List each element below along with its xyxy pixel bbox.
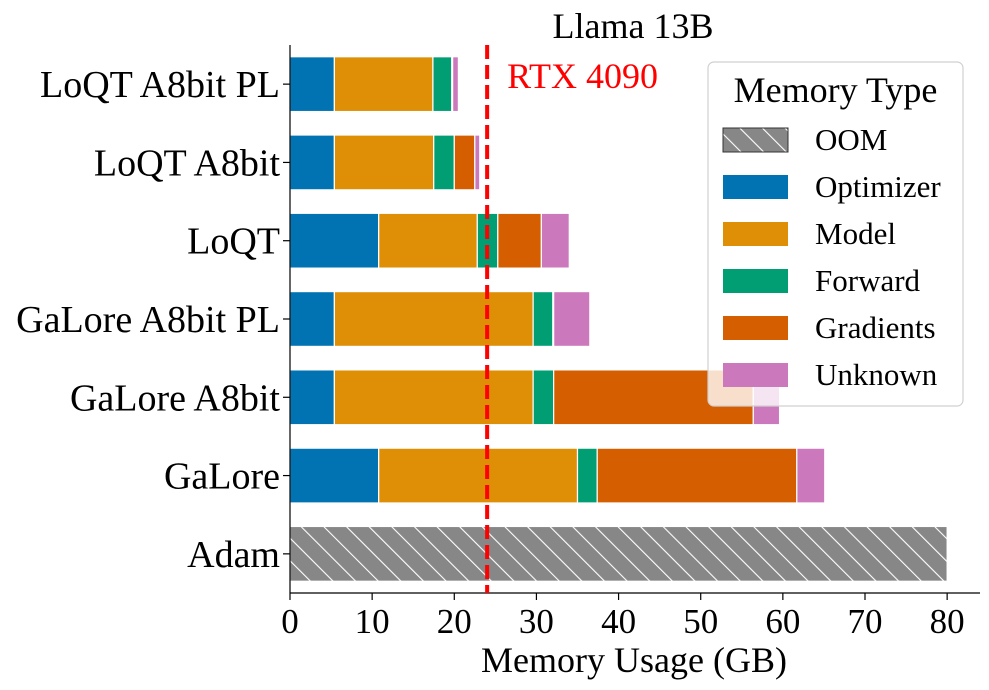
x-tick-label-0: 0 (281, 602, 299, 641)
legend-swatch-optimizer (723, 175, 788, 199)
legend-entry-unknown: Unknown (815, 357, 938, 392)
y-tick-label-galore: GaLore (164, 456, 280, 498)
x-tick-label-10: 10 (355, 602, 390, 641)
legend-entry-forward: Forward (815, 263, 921, 298)
x-tick-label-70: 70 (848, 602, 883, 641)
bar-loqt-optimizer (289, 212, 380, 269)
bar-galore-a8bit-forward (532, 369, 555, 426)
legend-swatch-forward (723, 269, 788, 293)
bar-galore-a8bit-pl-forward (532, 291, 554, 348)
bar-galore-a8bit-model (333, 369, 534, 426)
bar-loqt-unknown (540, 212, 570, 269)
bar-galore-a8bit-pl-optimizer (289, 291, 335, 348)
legend-swatch-unknown (723, 363, 788, 387)
y-tick-label-loqt: LoQT (187, 221, 280, 263)
bar-loqt-model (378, 212, 478, 269)
y-tick-label-loqt-a8bit-pl: LoQT A8bit PL (40, 64, 280, 106)
bar-loqt-a8bit-forward (433, 134, 455, 191)
bar-loqt-a8bit-unknown (474, 134, 481, 191)
y-tick-label-adam: Adam (187, 534, 280, 576)
reference-line-label: RTX 4090 (507, 56, 658, 96)
axes-group: 0 10 20 30 40 50 60 70 80 LoQT A8bit PL LoQT A8bit… (16, 45, 980, 641)
bar-galore-forward (576, 447, 598, 504)
bar-loqt-a8bit-gradients (453, 134, 476, 191)
reference-line-group: RTX 4090 (485, 45, 658, 593)
bar-loqt-a8bit-pl-forward (432, 56, 453, 113)
x-axis-label: Memory Usage (GB) (481, 640, 787, 680)
bar-galore-optimizer (289, 447, 380, 504)
bar-loqt-a8bit-pl-unknown (452, 56, 459, 113)
y-tick-label-loqt-a8bit: LoQT A8bit (94, 142, 281, 184)
legend-swatch-oom (722, 127, 789, 153)
y-tick-label-galore-a8bit-pl: GaLore A8bit PL (16, 299, 280, 341)
bar-loqt-a8bit-pl-model (333, 56, 434, 113)
bar-loqt-forward (476, 212, 499, 269)
legend-swatch-model (723, 222, 788, 246)
x-tick-label-40: 40 (601, 602, 636, 641)
legend-entry-model: Model (815, 216, 896, 251)
bar-galore-unknown (796, 447, 826, 504)
bar-galore-model (378, 447, 579, 504)
legend-entry-optimizer: Optimizer (815, 169, 941, 204)
x-tick-label-80: 80 (930, 602, 965, 641)
bar-galore-a8bit-pl-unknown (553, 291, 591, 348)
x-tick-label-30: 30 (519, 602, 554, 641)
legend-title: Memory Type (734, 70, 938, 110)
bar-galore-a8bit-optimizer (289, 369, 335, 426)
x-tick-label-50: 50 (683, 602, 718, 641)
bar-adam-oom (289, 525, 948, 582)
legend-entry-oom: OOM (815, 122, 887, 157)
chart-title: Llama 13B (553, 6, 714, 46)
bar-galore-gradients (596, 447, 798, 504)
legend-swatch-gradients (723, 316, 788, 340)
x-tick-label-60: 60 (765, 602, 800, 641)
bar-galore-a8bit-pl-model (333, 291, 534, 348)
bar-loqt-a8bit-pl-optimizer (289, 56, 335, 113)
bar-loqt-a8bit-model (333, 134, 435, 191)
bar-loqt-gradients (497, 212, 542, 269)
x-tick-label-20: 20 (437, 602, 472, 641)
bar-loqt-a8bit-optimizer (289, 134, 335, 191)
y-tick-label-galore-a8bit: GaLore A8bit (70, 377, 280, 419)
legend-entry-gradients: Gradients (815, 310, 936, 345)
